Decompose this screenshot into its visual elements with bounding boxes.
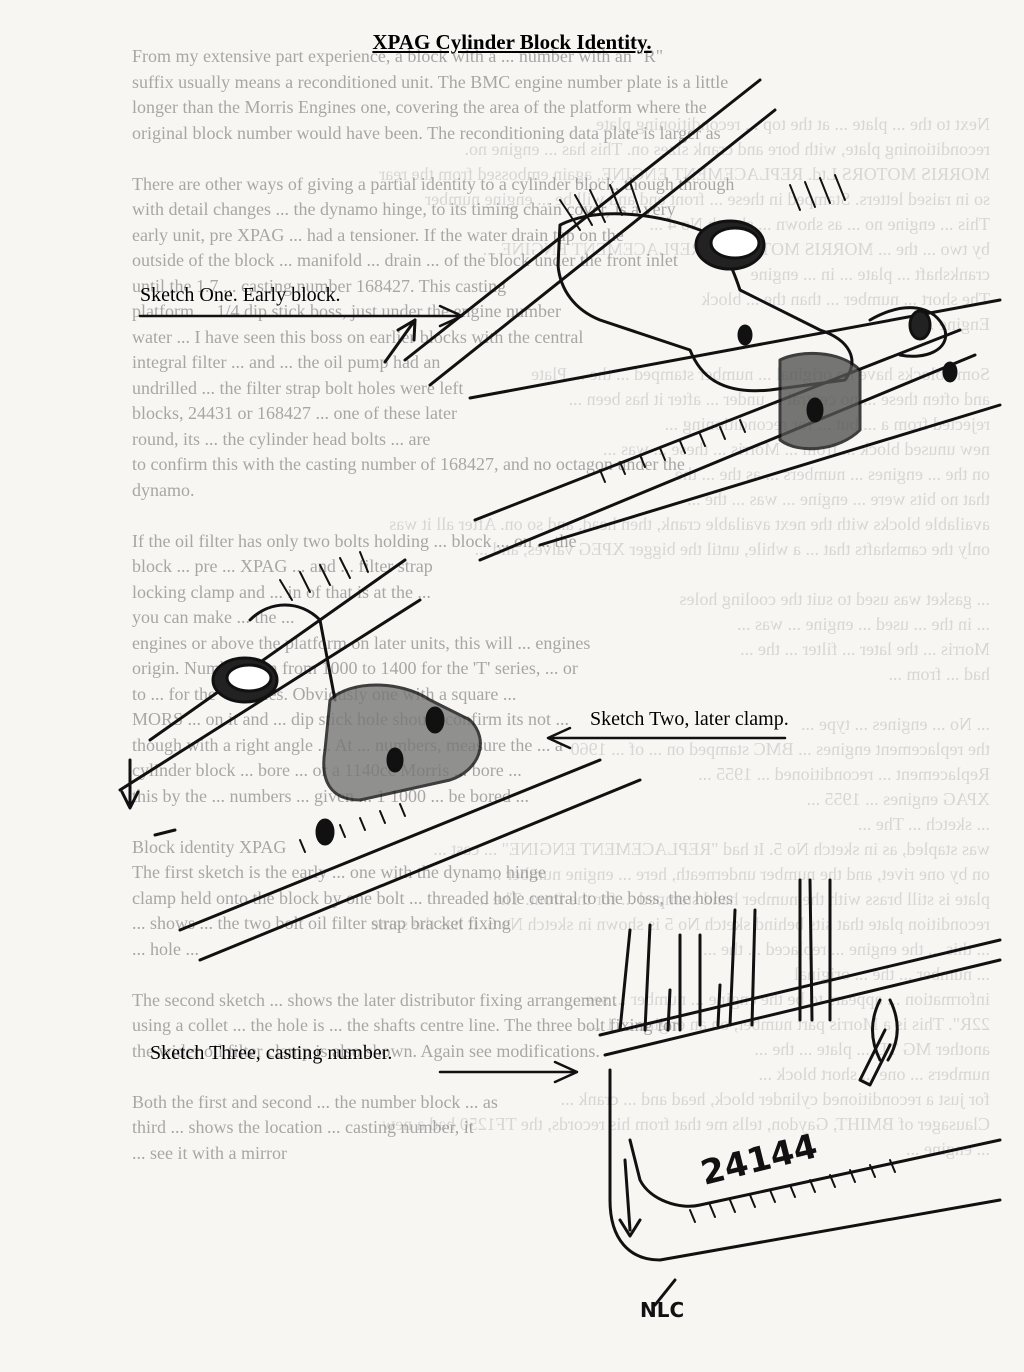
body-text-line: ... shows ... the two bolt oil filter st… [132,913,511,933]
body-text-line: you can make ... the ... [132,607,295,627]
body-text-line: The second sketch ... shows the later di… [132,989,617,1010]
body-text-line: original block number would have been. T… [132,122,721,143]
body-text-line: From my extensive part experience, a blo… [132,46,664,66]
body-text-line: with detail changes ... the dynamo hinge… [132,199,676,219]
body-text-line: suffix usually means a reconditioned uni… [132,71,729,92]
sketch-one-caption: Sketch One. Early block. [140,284,341,306]
body-text-line: ... see it with a mirror [132,1142,287,1163]
page-title: XPAG Cylinder Block Identity. [372,30,652,54]
body-text-line: dynamo. [132,479,195,500]
sketch-three-caption: Sketch Three, casting number. [150,1042,393,1064]
body-text-line: ... hole ... [132,938,199,959]
body-text-line: locking clamp and ... in of that is at t… [132,581,431,602]
body-text-line: blocks, 24431 or 168427 ... one of these… [132,403,457,423]
body-text-upper: From my extensive part experience, a blo… [132,44,992,1166]
body-text-line: third ... shows the location ... casting… [132,1117,474,1137]
body-text-line: block ... pre ... XPAG ... and ... filte… [132,556,433,576]
sketch-three-drawing [598,878,1002,1307]
sketch-three-arrow [438,1060,579,1084]
sketch-two-drawing [118,551,642,962]
sketch-two-caption: Sketch Two, later clamp. [590,708,789,730]
body-text-line: round, its ... the cylinder head bolts .… [132,428,431,449]
sketch-two-arrow [546,726,787,750]
sketch-one-arrow [138,304,464,328]
body-text-line: Both the first and second ... the number… [132,1091,498,1112]
body-text-line: outside of the block ... manifold ... dr… [132,250,678,270]
body-text-line: integral filter ... and ... the oil pump… [132,352,441,372]
body-text-line: water ... I have seen this boss on earli… [132,326,584,347]
body-text-line: There are other ways of giving a partial… [132,173,735,194]
body-text-line: Block identity XPAG [132,836,287,857]
body-text-line: the wider oil filter clamp is also shown… [132,1040,600,1061]
body-text-line: longer than the Morris Engines one, cove… [132,97,707,117]
body-text-line: to confirm this with the casting number … [132,454,685,474]
body-text-line: engines or above the platform on later u… [132,632,591,653]
body-text-line: undrilled ... the filter strap bolt hole… [132,377,464,398]
body-text-line: early unit, pre XPAG ... had a tensioner… [132,224,624,245]
body-text-line: The first sketch is the early ... one wi… [132,862,546,882]
sketch-one-drawing [383,78,1002,562]
artist-initials: NLC [640,1298,685,1322]
